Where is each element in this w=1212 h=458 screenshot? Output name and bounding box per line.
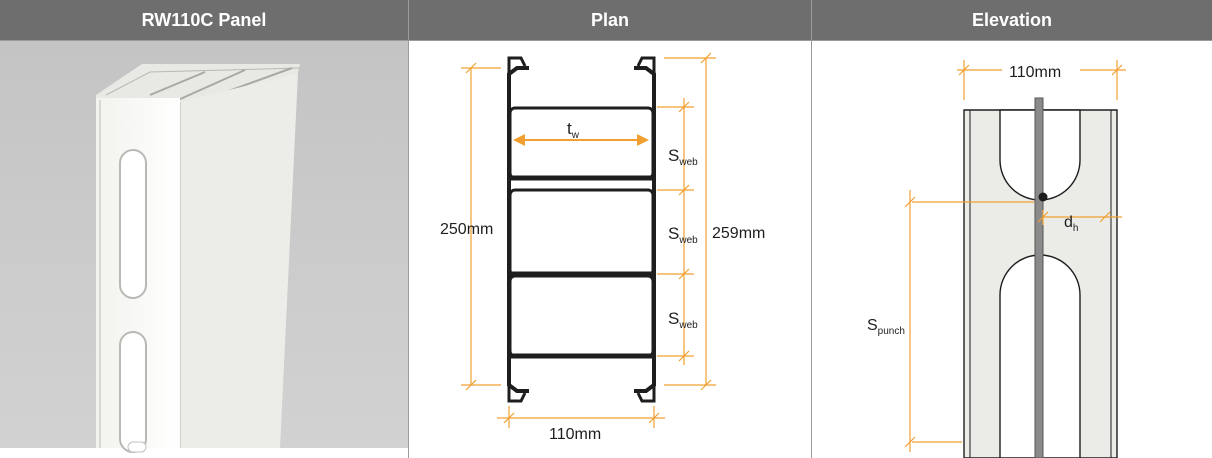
dh-label: dh (1064, 214, 1078, 234)
hole-dot (1038, 192, 1048, 202)
header-panel: RW110C Panel (0, 0, 408, 40)
plan-height-inner-label: 250mm (440, 221, 493, 238)
tw-label: tw (567, 119, 580, 141)
header-divider (0, 40, 1212, 41)
plan-cell: tw Sweb Sweb Sweb 250mm 259mm 110mm (409, 40, 811, 458)
plan-cell-1 (508, 106, 655, 180)
sweb-label-3: Sweb (668, 309, 698, 331)
plan-cell-2 (508, 188, 655, 277)
elevation-width-label: 110mm (1009, 64, 1061, 81)
elevation-diagram: 110mm dh Spunch (867, 58, 1126, 458)
center-rod (1034, 97, 1044, 458)
plan-cell-3 (508, 274, 655, 358)
plan-height-outer-label: 259mm (712, 225, 765, 242)
tw-arrow (513, 134, 649, 146)
divider-1 (408, 0, 409, 458)
elevation-cell: 110mm dh Spunch (812, 40, 1212, 458)
plan-dimensions (461, 52, 716, 428)
sweb-label-1: Sweb (668, 146, 698, 168)
panel-photo-cell (0, 40, 408, 458)
divider-2 (811, 0, 812, 458)
header-plan: Plan (409, 0, 811, 40)
elevation-dimensions (904, 60, 1126, 452)
header-elevation: Elevation (812, 0, 1212, 40)
sweb-label-2: Sweb (668, 224, 698, 246)
plan-width-label: 110mm (549, 426, 601, 443)
panel-illustration (0, 40, 408, 458)
spunch-label: Spunch (867, 317, 905, 337)
plan-diagram: tw Sweb Sweb Sweb 250mm 259mm 110mm (440, 52, 765, 443)
